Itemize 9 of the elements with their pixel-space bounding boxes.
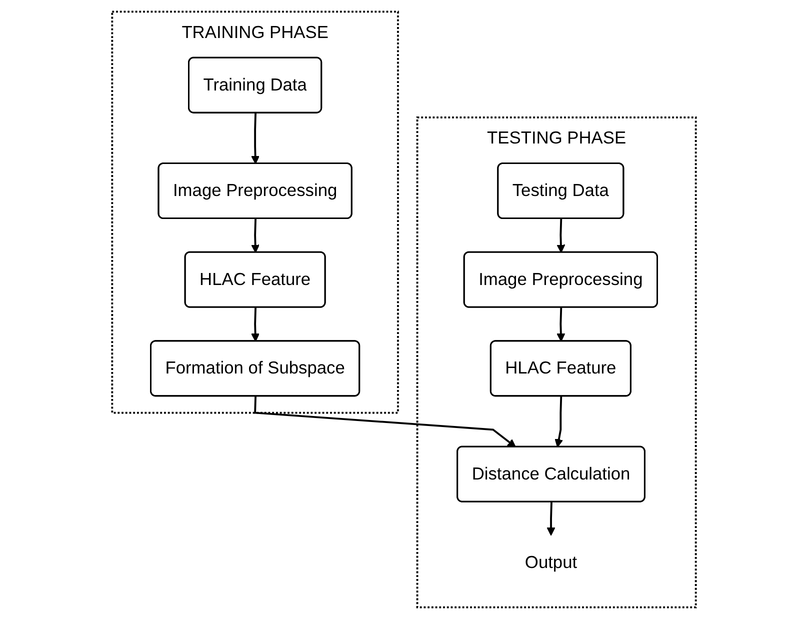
arrow — [556, 218, 566, 253]
arrow — [251, 113, 260, 164]
arrow — [251, 218, 260, 253]
arrow — [546, 502, 556, 536]
arrow — [254, 396, 516, 448]
arrow — [556, 308, 566, 342]
arrow — [251, 308, 260, 342]
node-text: Output — [524, 552, 578, 572]
arrow — [554, 396, 564, 448]
